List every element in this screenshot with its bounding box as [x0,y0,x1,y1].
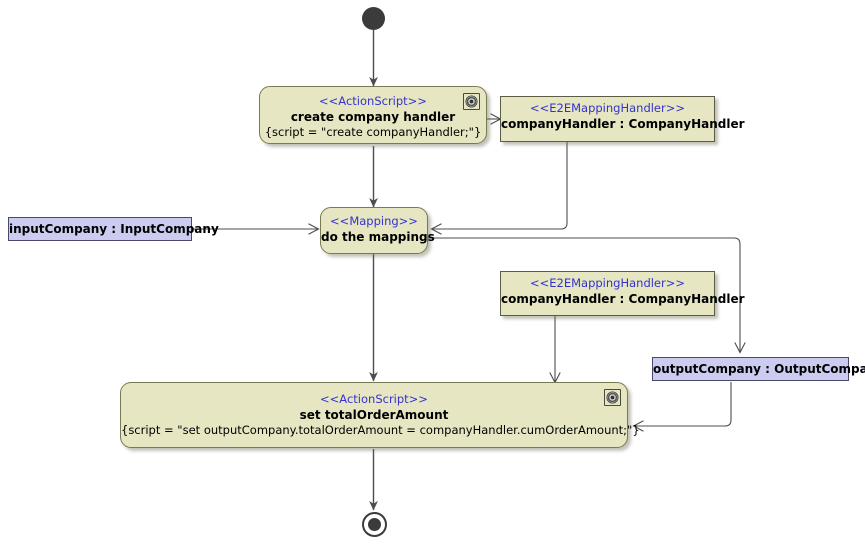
object-input-company[interactable]: inputCompany : InputCompany [8,217,219,241]
object-name: inputCompany : InputCompany [9,222,219,236]
gear-icon[interactable] [604,389,621,406]
action-stereotype: <<ActionScript>> [320,392,428,406]
initial-node[interactable] [362,7,385,30]
object-stereotype: <<E2EMappingHandler>> [529,276,686,290]
object-output-company[interactable]: outputCompany : OutputCompany [652,357,865,381]
action-name: set totalOrderAmount [299,408,449,422]
gear-icon-glyph [606,391,619,404]
edge-mappings-to-output-company [428,237,746,354]
action-script-body: {script = "set outputCompany.totalOrderA… [121,423,640,437]
action-do-the-mappings[interactable]: <<Mapping>> do the mappings [320,207,435,254]
object-company-handler-mid[interactable]: <<E2EMappingHandler>> companyHandler : C… [500,271,745,316]
action-set-total-order-amount[interactable]: <<ActionScript>> set totalOrderAmount {s… [120,382,640,448]
action-stereotype: <<ActionScript>> [319,94,427,108]
edge-output-company-to-set-total [632,382,732,432]
object-company-handler-top[interactable]: <<E2EMappingHandler>> companyHandler : C… [500,96,745,142]
action-name: create company handler [290,110,456,124]
gear-icon-glyph [465,95,478,108]
object-name: companyHandler : CompanyHandler [501,292,745,306]
action-name: do the mappings [321,230,435,244]
object-stereotype: <<E2EMappingHandler>> [529,101,686,115]
action-create-company-handler[interactable]: <<ActionScript>> create company handler … [259,86,487,144]
action-script-body: {script = "create companyHandler;"} [264,125,482,139]
object-name: outputCompany : OutputCompany [653,362,865,376]
final-node-center [368,518,381,531]
gear-icon[interactable] [463,93,480,110]
action-stereotype: <<Mapping>> [330,214,418,228]
edge-company-handler-top-to-mappings [430,142,568,235]
object-name: companyHandler : CompanyHandler [501,117,745,131]
